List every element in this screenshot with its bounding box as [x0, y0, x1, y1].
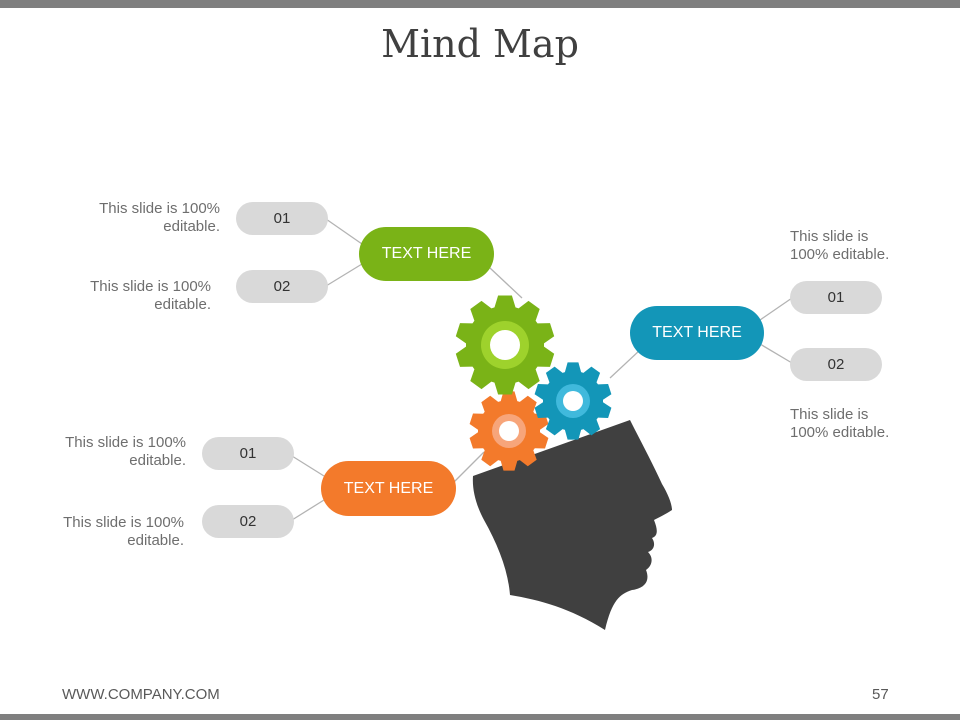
- green-item-02-note: This slide is 100% editable.: [90, 278, 211, 313]
- green-item-02-badge[interactable]: 02: [236, 270, 328, 303]
- gear-icon-green: [455, 295, 555, 395]
- node-blue[interactable]: TEXT HERE: [630, 306, 764, 360]
- orange-item-01-number: 01: [239, 445, 257, 462]
- blue-item-01-number: 01: [827, 289, 845, 306]
- green-item-01-note: This slide is 100% editable.: [99, 200, 220, 235]
- blue-item-01-badge[interactable]: 01: [790, 281, 882, 314]
- node-blue-label: TEXT HERE: [652, 324, 742, 341]
- gear-icon-orange: [469, 391, 549, 471]
- orange-item-02-number: 02: [239, 513, 257, 530]
- green-item-01-badge[interactable]: 01: [236, 202, 328, 235]
- green-item-02-number: 02: [273, 278, 291, 295]
- blue-item-02-number: 02: [827, 356, 845, 373]
- blue-item-02-badge[interactable]: 02: [790, 348, 882, 381]
- gear-icon-blue: [534, 362, 612, 440]
- node-green-label: TEXT HERE: [381, 245, 472, 262]
- blue-item-02-note: This slide is 100% editable.: [790, 406, 890, 441]
- page-title: Mind Map: [381, 22, 579, 66]
- blue-item-01-note: This slide is 100% editable.: [790, 228, 890, 263]
- connector-lines: [291, 218, 793, 521]
- node-green[interactable]: TEXT HERE: [359, 227, 494, 281]
- bottom-bar: [0, 714, 960, 720]
- node-orange[interactable]: TEXT HERE: [321, 461, 456, 516]
- top-bar: [0, 0, 960, 8]
- orange-item-01-badge[interactable]: 01: [202, 437, 294, 470]
- node-orange-label: TEXT HERE: [343, 479, 434, 497]
- orange-item-02-badge[interactable]: 02: [202, 505, 294, 538]
- head-silhouette-icon: [472, 420, 672, 630]
- footer-url[interactable]: WWW.COMPANY.COM: [62, 686, 220, 703]
- orange-item-01-note: This slide is 100% editable.: [65, 434, 186, 469]
- green-item-01-number: 01: [273, 210, 291, 227]
- page-number: 57: [872, 686, 889, 703]
- orange-item-02-note: This slide is 100% editable.: [63, 514, 184, 549]
